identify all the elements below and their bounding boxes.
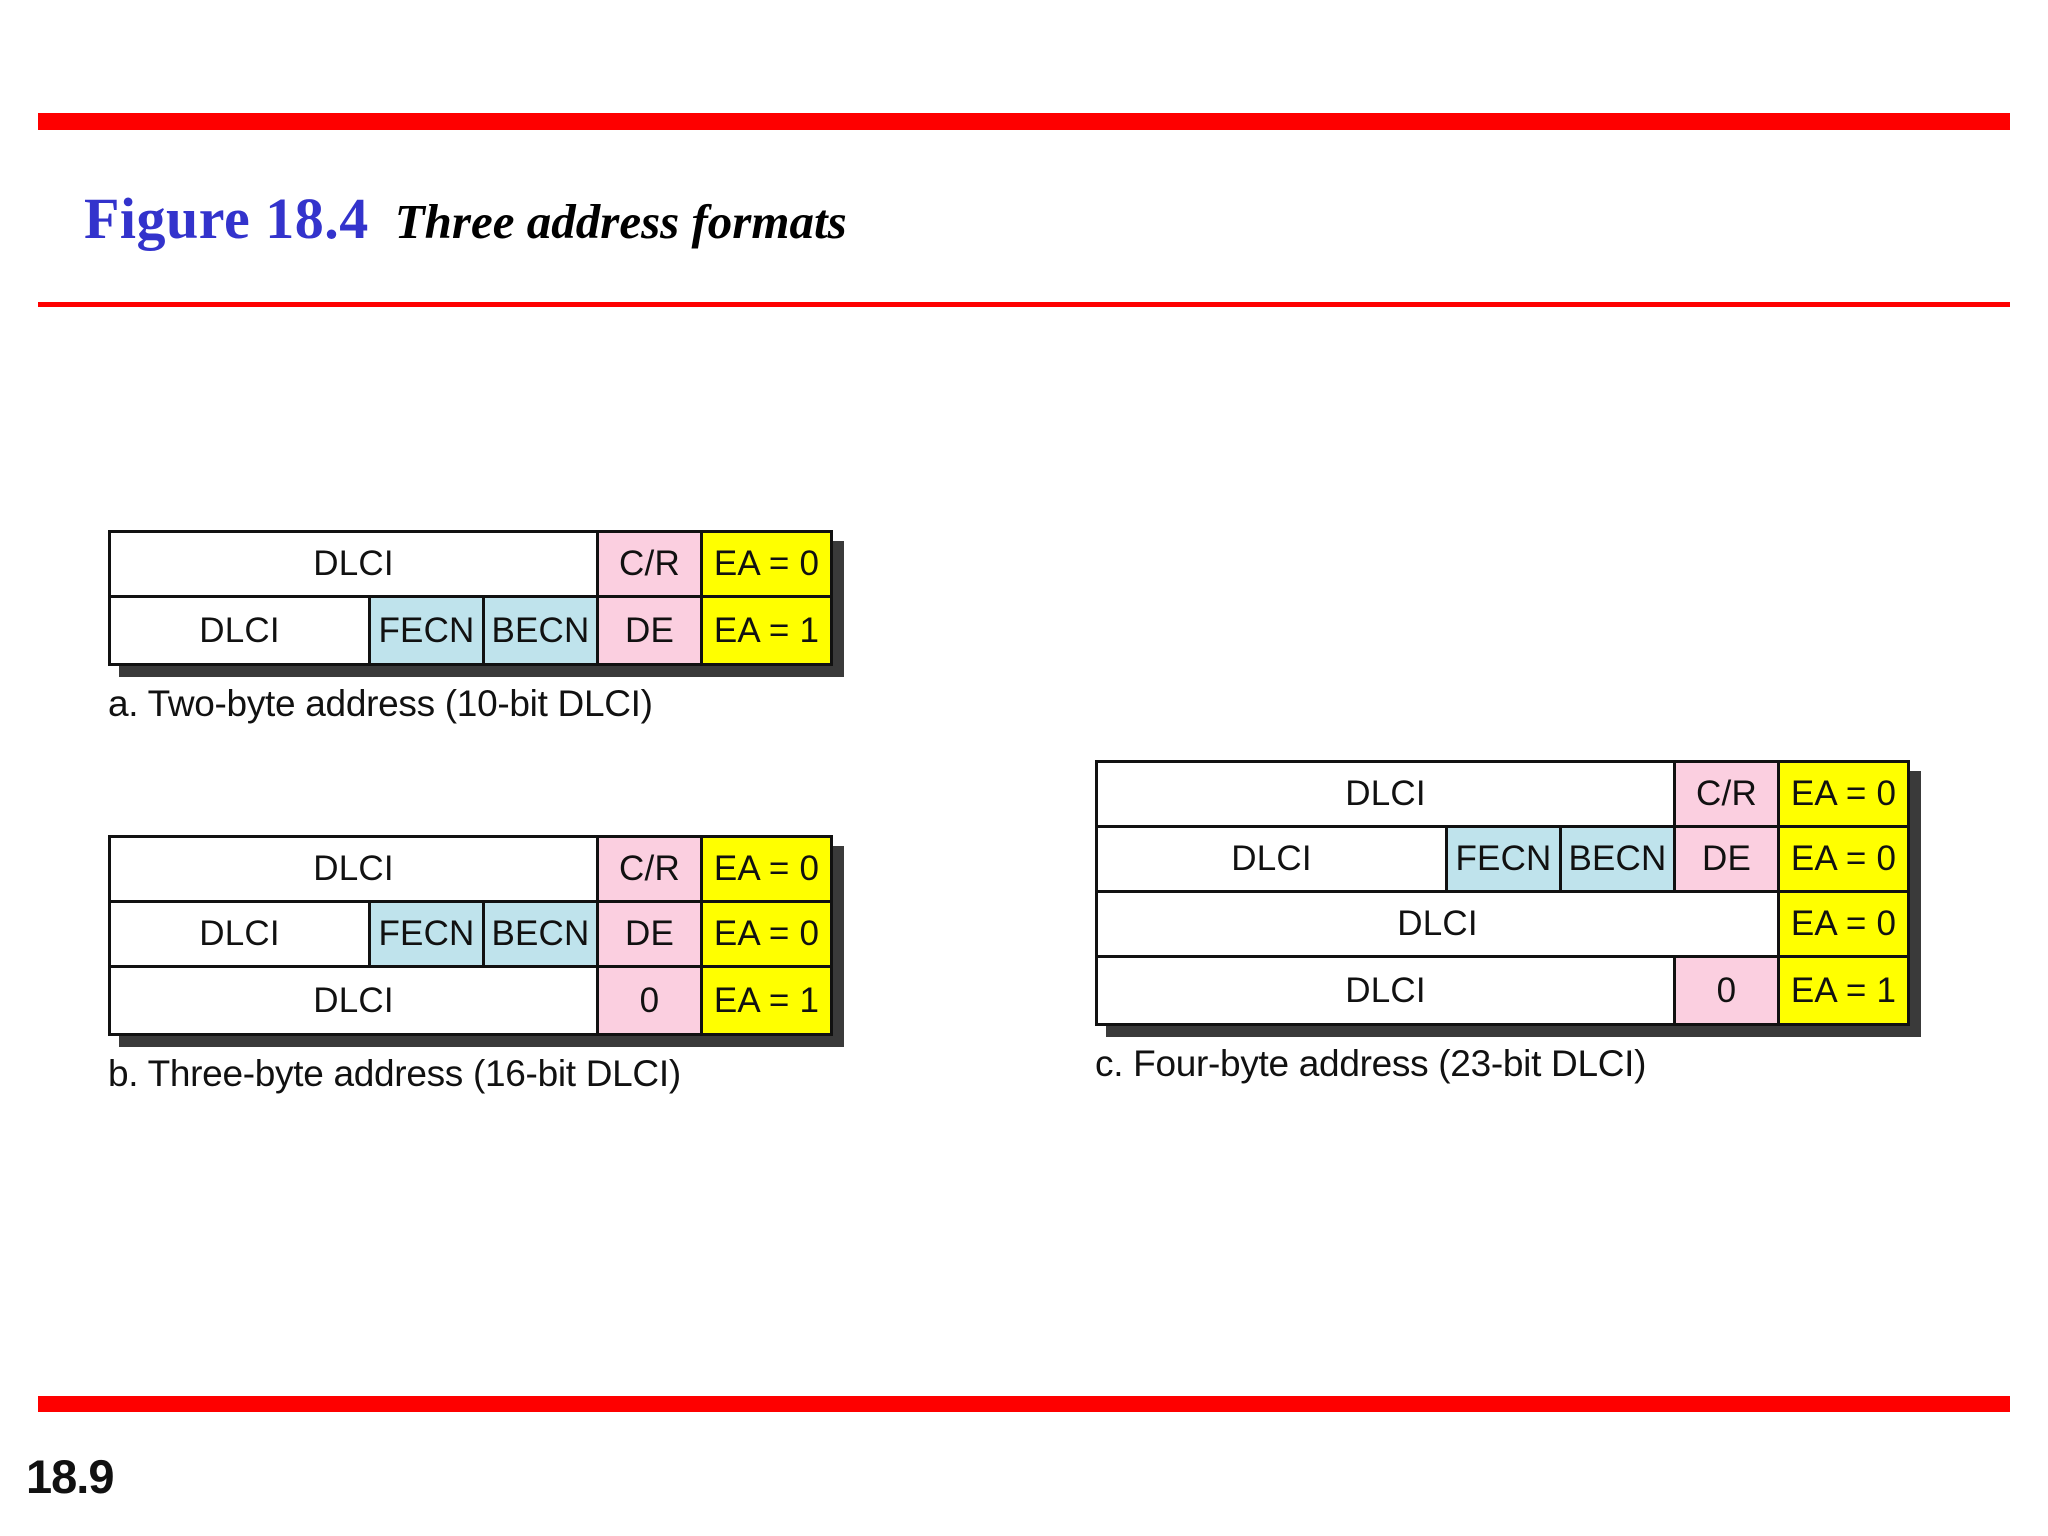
- field-cell: C/R: [599, 533, 703, 595]
- figure-label: Figure 18.4: [84, 186, 369, 251]
- field-cell: EA = 1: [703, 598, 830, 663]
- field-cell: DLCI: [111, 598, 371, 663]
- format-caption-a: a. Two-byte address (10-bit DLCI): [108, 683, 653, 724]
- field-cell: BECN: [485, 598, 599, 663]
- page-number: 18.9: [26, 1450, 114, 1503]
- field-cell: DE: [599, 903, 703, 965]
- field-cell: BECN: [485, 903, 599, 965]
- field-cell: EA = 0: [1780, 893, 1907, 955]
- field-cell: C/R: [599, 838, 703, 900]
- field-cell: DLCI: [1098, 958, 1676, 1023]
- field-cell: DLCI: [111, 903, 371, 965]
- footer-rule: [38, 1396, 2010, 1412]
- field-cell: EA = 0: [703, 838, 830, 900]
- field-cell: DLCI: [111, 838, 599, 900]
- field-cell: 0: [599, 968, 703, 1033]
- format-caption-c: c. Four-byte address (23-bit DLCI): [1095, 1043, 1647, 1084]
- figure-caption: Three address formats: [394, 194, 847, 249]
- header-rule-top: [38, 113, 2010, 130]
- format-caption-b: b. Three-byte address (16-bit DLCI): [108, 1053, 681, 1094]
- field-cell: DE: [1676, 828, 1780, 890]
- header-rule-under-title: [38, 302, 2010, 307]
- field-cell: FECN: [371, 598, 485, 663]
- field-cell: EA = 0: [1780, 828, 1907, 890]
- field-cell: FECN: [371, 903, 485, 965]
- field-cell: DE: [599, 598, 703, 663]
- field-cell: EA = 1: [1780, 958, 1907, 1023]
- page-title: Figure 18.4 Three address formats: [84, 185, 847, 252]
- field-cell: FECN: [1448, 828, 1562, 890]
- field-cell: 0: [1676, 958, 1780, 1023]
- field-cell: C/R: [1676, 763, 1780, 825]
- field-cell: EA = 0: [1780, 763, 1907, 825]
- field-cell: BECN: [1562, 828, 1676, 890]
- field-cell: EA = 0: [703, 903, 830, 965]
- field-cell: DLCI: [111, 533, 599, 595]
- field-cell: DLCI: [1098, 763, 1676, 825]
- field-cell: EA = 1: [703, 968, 830, 1033]
- field-cell: DLCI: [111, 968, 599, 1033]
- field-cell: DLCI: [1098, 893, 1780, 955]
- field-cell: DLCI: [1098, 828, 1448, 890]
- field-cell: EA = 0: [703, 533, 830, 595]
